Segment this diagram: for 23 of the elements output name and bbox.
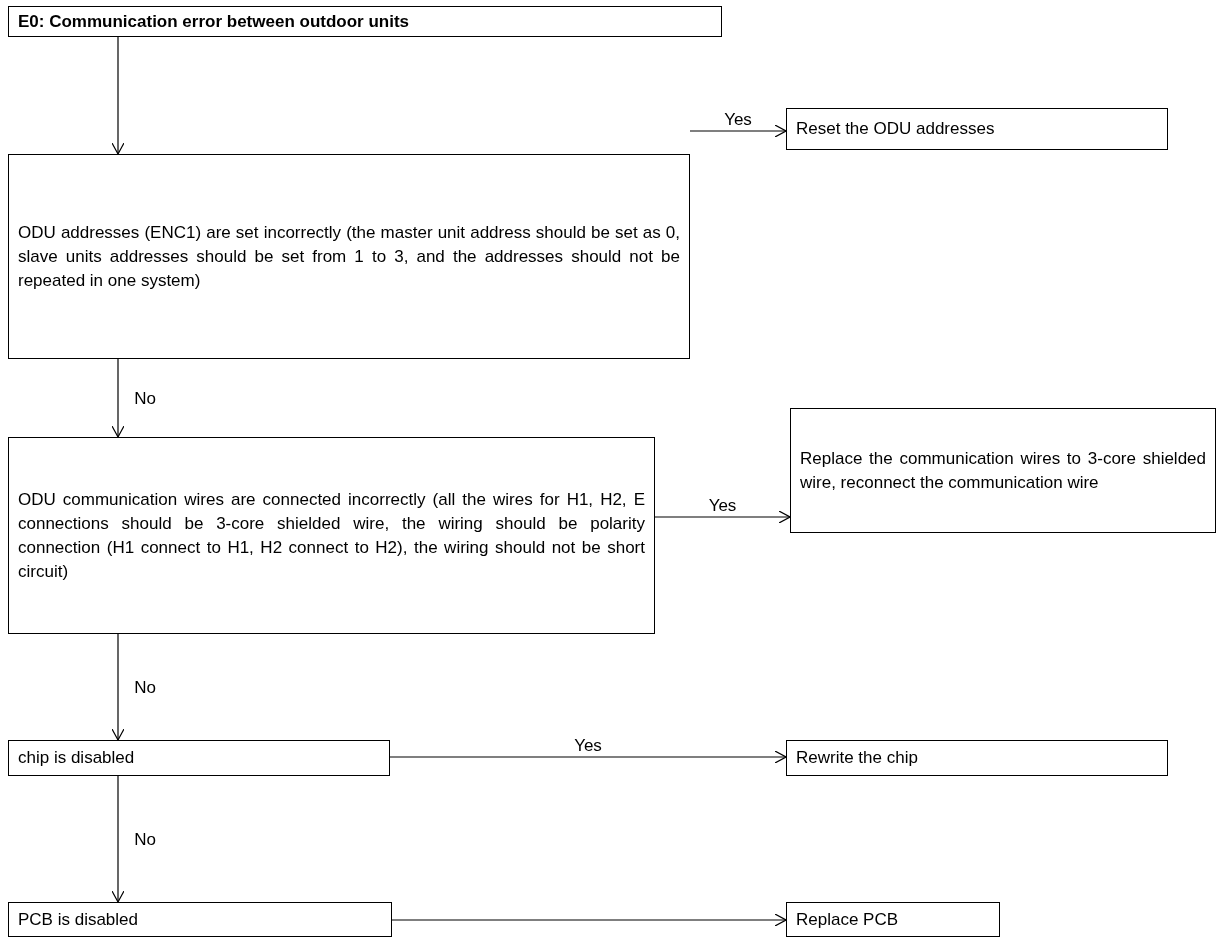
process-box: Replace PCB xyxy=(786,902,1000,937)
edge-label: No xyxy=(132,389,158,407)
arrow xyxy=(111,358,125,438)
edge-label: Yes xyxy=(572,736,604,754)
process-box: PCB is disabled xyxy=(8,902,392,937)
edge-label: No xyxy=(132,830,158,848)
process-box: E0: Communication error between outdoor units xyxy=(8,6,722,37)
edge-label: Yes xyxy=(722,110,754,128)
arrow xyxy=(111,775,125,903)
arrow xyxy=(689,124,787,138)
process-box: Rewrite the chip xyxy=(786,740,1168,776)
arrow xyxy=(389,750,787,764)
arrow xyxy=(654,510,791,524)
arrow xyxy=(111,633,125,741)
process-box: ODU addresses (ENC1) are set incorrectly (the master unit address should be set as 0, slave units addresses should be set from 1 to 3, and the addresses should not be repeated in one system) xyxy=(8,154,690,359)
process-box: chip is disabled xyxy=(8,740,390,776)
process-box: ODU communication wires are connected incorrectly (all the wires for H1, H2, E connections should be 3-core shielded wire, the wiring should be polarity connection (H1 connect to H1, H2 connect to H2), the wiring should not be short circuit) xyxy=(8,437,655,634)
process-box: Reset the ODU addresses xyxy=(786,108,1168,150)
arrow xyxy=(391,913,787,927)
process-box: Replace the communication wires to 3-core shielded wire, reconnect the communication wire xyxy=(790,408,1216,533)
edge-label: Yes xyxy=(706,496,739,514)
arrow xyxy=(111,36,125,155)
edge-label: No xyxy=(132,678,158,696)
